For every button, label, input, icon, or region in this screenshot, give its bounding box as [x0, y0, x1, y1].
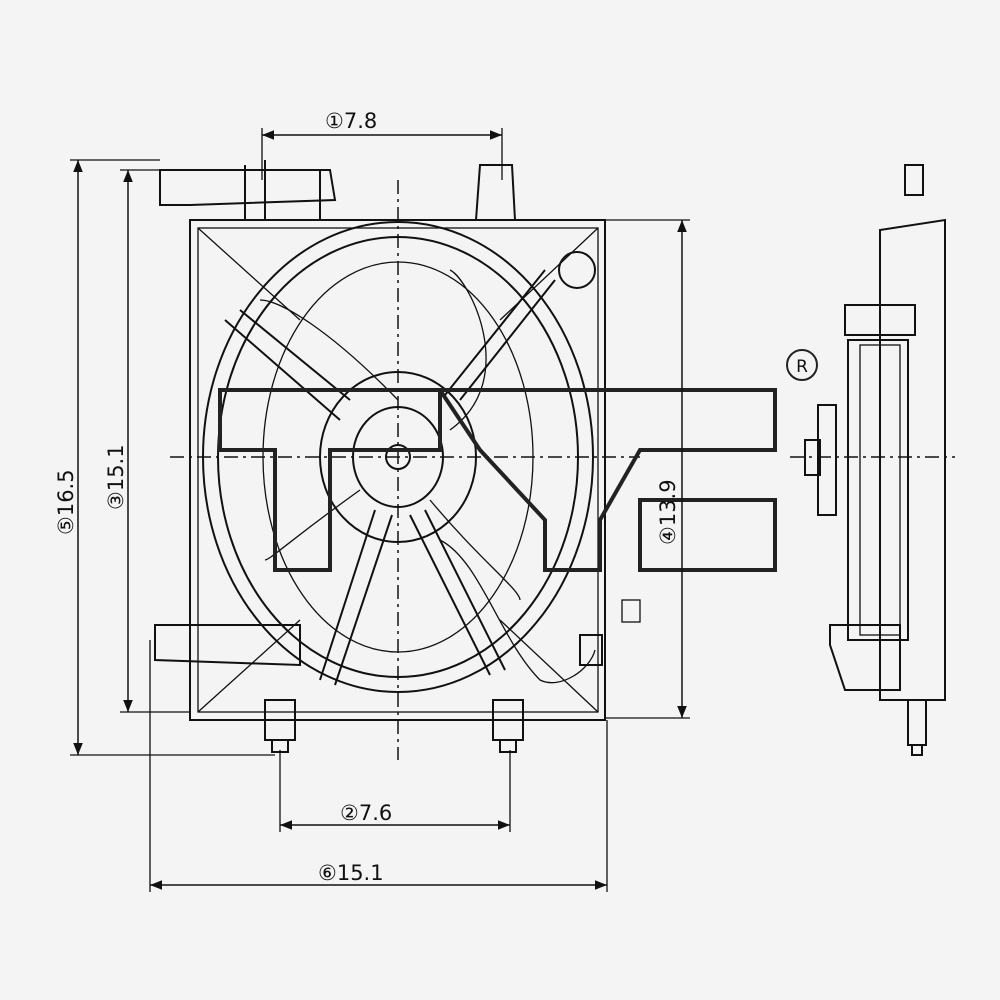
- front-view: [154, 160, 641, 760]
- dim-6-label: ⑥15.1: [318, 861, 384, 885]
- dim-3-label: ③15.1: [104, 444, 128, 510]
- side-view: [790, 164, 955, 756]
- dim-2-label: ②7.6: [340, 801, 392, 825]
- tyc-logo: R: [218, 349, 818, 572]
- bottom-left-bracket: [154, 624, 301, 667]
- dim-1-label: ①7.8: [325, 109, 377, 133]
- top-left-bracket: [159, 169, 337, 206]
- connector: [579, 634, 603, 666]
- top-right-bracket: [474, 164, 517, 221]
- wire-harness: [439, 539, 596, 684]
- dimension-labels: ①7.8 ②7.6 ③15.1 ④13.9 ⑤16.5 ⑥15.1: [54, 109, 680, 885]
- dimensions: [70, 128, 690, 892]
- registered-mark: R: [796, 357, 808, 377]
- motor-struts: [224, 269, 556, 686]
- registered-mark-circle: [786, 349, 818, 381]
- dim-4-label: ④13.9: [656, 479, 680, 545]
- dim-5-label: ⑤16.5: [54, 469, 78, 535]
